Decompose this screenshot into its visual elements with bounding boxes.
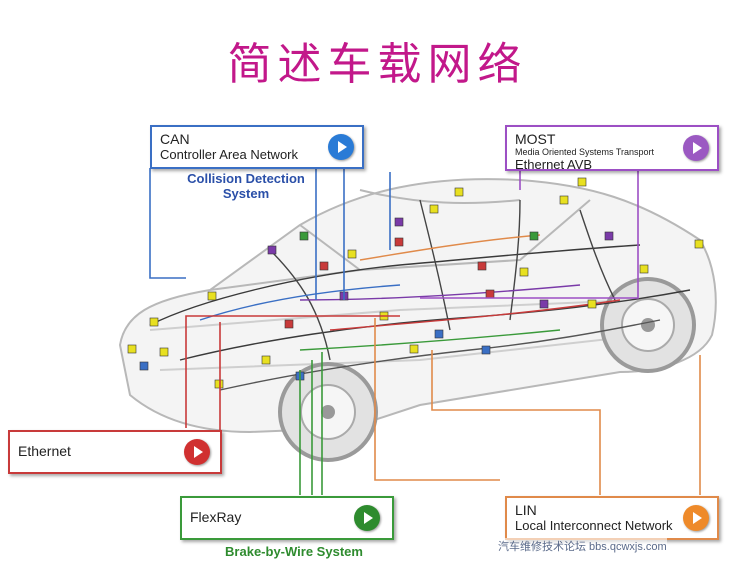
lin-title: LIN <box>515 502 537 518</box>
ecu-node-icon <box>127 344 137 354</box>
ecu-node-icon <box>139 361 149 371</box>
lin-full-name: Local Interconnect Network <box>515 518 673 533</box>
ecu-node-icon <box>284 319 294 329</box>
ecu-node-icon <box>529 231 539 241</box>
ethernet-connector-lines <box>185 315 400 430</box>
brake-by-wire-label: Brake-by-Wire System <box>225 544 363 559</box>
most-title: MOST <box>515 131 556 147</box>
most-connector-lines <box>420 170 639 299</box>
ecu-node-icon <box>207 291 217 301</box>
ecu-node-icon <box>485 289 495 299</box>
ecu-node-icon <box>394 237 404 247</box>
most-callout[interactable]: MOST Media Oriented Systems Transport Et… <box>505 125 719 172</box>
ecu-node-icon <box>394 217 404 227</box>
page-title: 简述车载网络 <box>227 39 528 90</box>
ecu-node-icon <box>319 261 329 271</box>
ecu-node-icon <box>604 231 614 241</box>
most-full-name: Media Oriented Systems Transport <box>515 147 655 157</box>
most-extra: Ethernet AVB <box>515 157 593 172</box>
collision-detection-label: Collision Detection System <box>187 171 305 201</box>
play-circle-icon[interactable] <box>683 505 709 531</box>
ecu-node-icon <box>409 344 419 354</box>
wheel-rear <box>278 362 378 462</box>
ecu-node-icon <box>149 317 159 327</box>
ecu-node-icon <box>434 329 444 339</box>
ethernet-callout[interactable]: Ethernet <box>8 430 222 474</box>
ecu-nodes <box>127 177 704 389</box>
ecu-node-icon <box>519 267 529 277</box>
forum-watermark: 汽车维修技术论坛 bbs.qcwxjs.com <box>498 538 667 554</box>
ecu-node-icon <box>481 345 491 355</box>
ecu-node-icon <box>267 245 277 255</box>
ecu-node-icon <box>577 177 587 187</box>
play-circle-icon[interactable] <box>328 134 354 160</box>
ecu-node-icon <box>477 261 487 271</box>
ecu-node-icon <box>299 231 309 241</box>
wiring-harness <box>149 199 691 391</box>
wheel-front <box>600 277 696 373</box>
ecu-node-icon <box>639 264 649 274</box>
ecu-node-icon <box>587 299 597 309</box>
flexray-callout[interactable]: FlexRay <box>180 496 394 540</box>
ecu-node-icon <box>261 355 271 365</box>
flexray-title: FlexRay <box>190 509 242 525</box>
lin-callout[interactable]: LIN Local Interconnect Network <box>505 496 719 540</box>
ecu-node-icon <box>559 195 569 205</box>
ecu-node-icon <box>694 239 704 249</box>
play-circle-icon[interactable] <box>683 135 709 161</box>
ethernet-title: Ethernet <box>18 443 71 459</box>
can-callout[interactable]: CAN Controller Area Network <box>150 125 364 169</box>
flexray-connector-lines <box>299 352 323 495</box>
ecu-node-icon <box>539 299 549 309</box>
play-circle-icon[interactable] <box>354 505 380 531</box>
ecu-node-icon <box>159 347 169 357</box>
ecu-node-icon <box>347 249 357 259</box>
ecu-node-icon <box>214 379 224 389</box>
can-connector-lines <box>149 168 391 300</box>
lin-connector-lines <box>374 318 701 495</box>
can-full-name: Controller Area Network <box>160 147 298 162</box>
ecu-node-icon <box>454 187 464 197</box>
can-title: CAN <box>160 131 190 147</box>
play-circle-icon[interactable] <box>184 439 210 465</box>
ecu-node-icon <box>429 204 439 214</box>
